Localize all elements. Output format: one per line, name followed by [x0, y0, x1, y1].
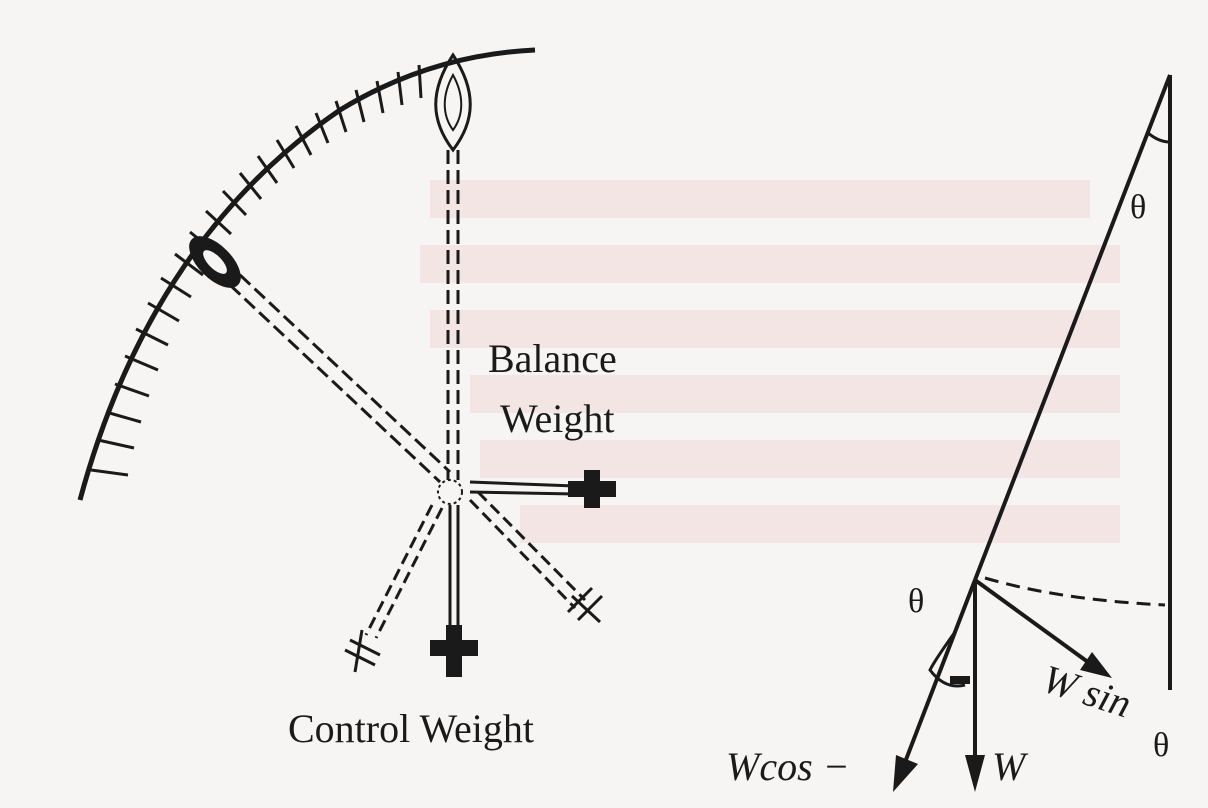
balance-weight-deflected-right: [566, 586, 604, 624]
scale-panel: [77, 47, 616, 677]
w-cos-arrow-line: [900, 579, 977, 771]
control-weight-arm: [448, 505, 460, 630]
w-sin-arrow-line: [973, 578, 1094, 667]
scale-ticks: [90, 64, 423, 477]
control-weight-deflected-left: [344, 629, 381, 673]
balance-weight-label-line1: Balance: [488, 336, 617, 381]
theta-top-label: θ: [1130, 189, 1146, 226]
swing-arc: [984, 576, 1166, 607]
balance-weight-arm: [469, 480, 576, 496]
w-cos-arrowhead: [893, 755, 918, 792]
control-weight-arm-deflected-left: [364, 504, 444, 639]
inclined-pointer: [973, 74, 1172, 581]
pointer-deflected: [228, 273, 452, 484]
bottom-angle-arc: [928, 631, 966, 688]
balance-weight-label-line2: Weight: [500, 396, 615, 441]
pointer-zero: [446, 150, 460, 480]
w-cos-label: Wcos −: [726, 744, 850, 789]
balance-arm-deflected-right: [468, 490, 587, 610]
control-weight-label: Control Weight: [288, 706, 534, 751]
theta-left-label: θ: [908, 583, 924, 620]
angle-marker: [950, 676, 970, 684]
theta-right-label: θ: [1153, 727, 1169, 764]
force-diagram: [893, 74, 1172, 792]
w-sin-arrowhead: [1080, 652, 1112, 678]
pivot: [437, 479, 463, 505]
pointer-tip-zero: [434, 52, 472, 153]
balance-weight: [568, 470, 616, 508]
w-arrowhead: [965, 755, 985, 792]
w-label: W: [992, 744, 1029, 789]
scale-arc: [77, 47, 536, 501]
control-weight: [430, 625, 478, 677]
top-angle-arc: [1145, 130, 1171, 144]
